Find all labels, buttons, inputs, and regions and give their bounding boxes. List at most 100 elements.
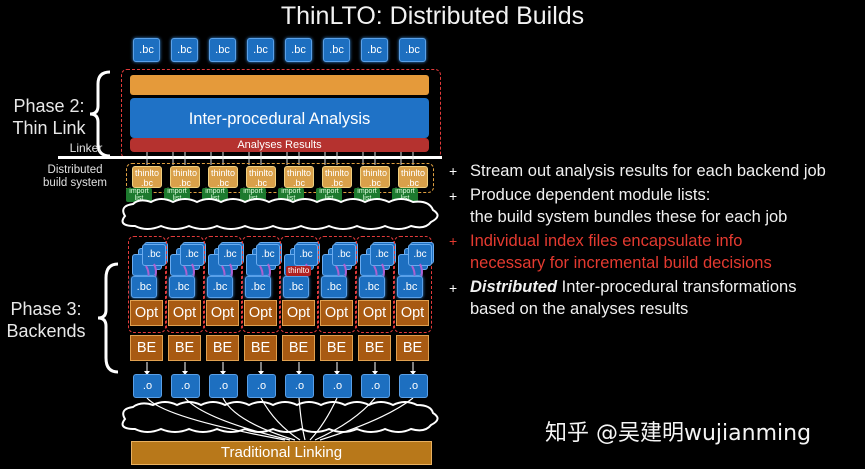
backend-column-frame <box>128 236 166 333</box>
bullet-plus: + <box>449 163 458 179</box>
backend-bc-module: .bc <box>131 276 157 298</box>
phase3-label-line1: Phase 3: <box>10 299 82 319</box>
backend-bc-module: .bc <box>283 276 309 298</box>
thinlto-index-file: thinlto.bc <box>322 166 352 188</box>
down-arrow-icon <box>144 362 150 375</box>
bc-module: .bc <box>323 38 350 62</box>
import-label: import <box>395 188 415 195</box>
import-label: import <box>129 188 149 195</box>
backend-column-frame <box>242 236 280 333</box>
list-label: list <box>210 195 220 202</box>
list-label: list <box>172 195 182 202</box>
import-label: import <box>205 188 225 195</box>
be-stage: BE <box>168 335 201 361</box>
bullet-2-line-1: Produce dependent module lists: <box>470 186 711 204</box>
opt-stage: Opt <box>396 300 429 326</box>
thinlto-ext: .bc <box>292 178 305 188</box>
bc-module: .bc <box>171 38 198 62</box>
opt-stage: Opt <box>206 300 239 326</box>
thinlto-label: thinlto <box>134 168 160 178</box>
bc-module: .bc <box>209 38 236 62</box>
down-arrow-icon <box>372 362 378 375</box>
import-label: import <box>319 188 339 195</box>
opt-stage: Opt <box>168 300 201 326</box>
thinlto-index-file: thinlto.bc <box>246 166 276 188</box>
backend-bc-module: .bc <box>359 276 385 298</box>
thinlto-index-file: thinlto.bc <box>132 166 162 188</box>
analyses-arrows <box>146 152 414 165</box>
down-arrow-icon <box>258 362 264 375</box>
list-label: list <box>362 195 372 202</box>
be-stage: BE <box>358 335 391 361</box>
ipa-box: Inter-procedural Analysis <box>130 98 429 138</box>
list-label: list <box>134 195 144 202</box>
phase2-label-line2: Thin Link <box>12 118 86 138</box>
down-arrow-icon <box>410 362 416 375</box>
bc-module: .bc <box>285 38 312 62</box>
backend-bc-module: .bc <box>207 276 233 298</box>
phase2-label: Phase 2: Thin Link <box>8 95 90 139</box>
bullet-plus: + <box>449 233 458 249</box>
object-file: .o <box>247 374 276 398</box>
bullet-plus: + <box>449 188 458 204</box>
opt-stage: Opt <box>130 300 163 326</box>
bullet-2-line-2: the build system bundles these for each … <box>470 208 788 226</box>
slide-title: ThinLTO: Distributed Builds <box>280 2 585 30</box>
thinlto-label: thinlto <box>210 168 236 178</box>
bullet-plus: + <box>449 280 458 296</box>
backend-column-frame <box>166 236 204 333</box>
backend-bc-module: .bc <box>245 276 271 298</box>
down-arrow-icon <box>334 362 340 375</box>
object-file: .o <box>361 374 390 398</box>
be-stage: BE <box>282 335 315 361</box>
thinlto-label: thinlto <box>362 168 388 178</box>
thinlto-label: thinlto <box>324 168 350 178</box>
object-file: .o <box>171 374 200 398</box>
linker-label: Linker <box>69 141 103 155</box>
thinlto-tag: thinlto <box>286 266 312 276</box>
down-arrow-icon <box>182 362 188 375</box>
thinlto-index-file: thinlto.bc <box>170 166 200 188</box>
network-cloud-icon <box>121 198 439 230</box>
traditional-linking-box: Traditional Linking <box>131 441 432 465</box>
object-file: .o <box>133 374 162 398</box>
backend-column-frame <box>356 236 394 333</box>
summary-bar <box>130 75 429 95</box>
backend-column-frame <box>318 236 356 333</box>
thinlto-index-file: thinlto.bc <box>398 166 428 188</box>
distributed-build-label: Distributed build system <box>28 164 122 190</box>
distributed-line2: build system <box>43 177 107 189</box>
import-label: import <box>357 188 377 195</box>
bullet-4-bold-prefix: Distributed <box>470 278 558 296</box>
link-arrows <box>146 398 414 441</box>
thinlto-ext: .bc <box>330 178 343 188</box>
bullet-4-rest: Inter-procedural transformations <box>557 278 797 296</box>
thinlto-label: thinlto <box>286 168 312 178</box>
opt-stage: Opt <box>320 300 353 326</box>
bc-module: .bc <box>399 38 426 62</box>
backend-column-frame <box>280 236 318 333</box>
analyses-results-bar: Analyses Results <box>130 138 429 152</box>
object-file: .o <box>323 374 352 398</box>
backend-column-frame <box>204 236 242 333</box>
phase3-label-line2: Backends <box>6 321 86 341</box>
bullet-4-line-1: Distributed Inter-procedural transformat… <box>470 276 796 298</box>
backend-bc-module: .bc <box>169 276 195 298</box>
thinlto-ext: .bc <box>406 178 419 188</box>
list-label: list <box>286 195 296 202</box>
opt-stage: Opt <box>244 300 277 326</box>
object-file: .o <box>209 374 238 398</box>
thinlto-ext: .bc <box>140 178 153 188</box>
backend-bc-module: .bc <box>321 276 347 298</box>
thinlto-ext: .bc <box>368 178 381 188</box>
import-label: import <box>167 188 187 195</box>
down-arrow-icon <box>220 362 226 375</box>
object-file: .o <box>399 374 428 398</box>
thinlto-index-file: thinlto.bc <box>360 166 390 188</box>
watermark: 知乎 @吴建明wujianming <box>545 421 812 446</box>
thinlto-label: thinlto <box>172 168 198 178</box>
thinlto-index-file: thinlto.bc <box>284 166 314 188</box>
phase3-brace-icon <box>97 262 119 374</box>
be-stage: BE <box>244 335 277 361</box>
separator-line <box>58 156 442 159</box>
